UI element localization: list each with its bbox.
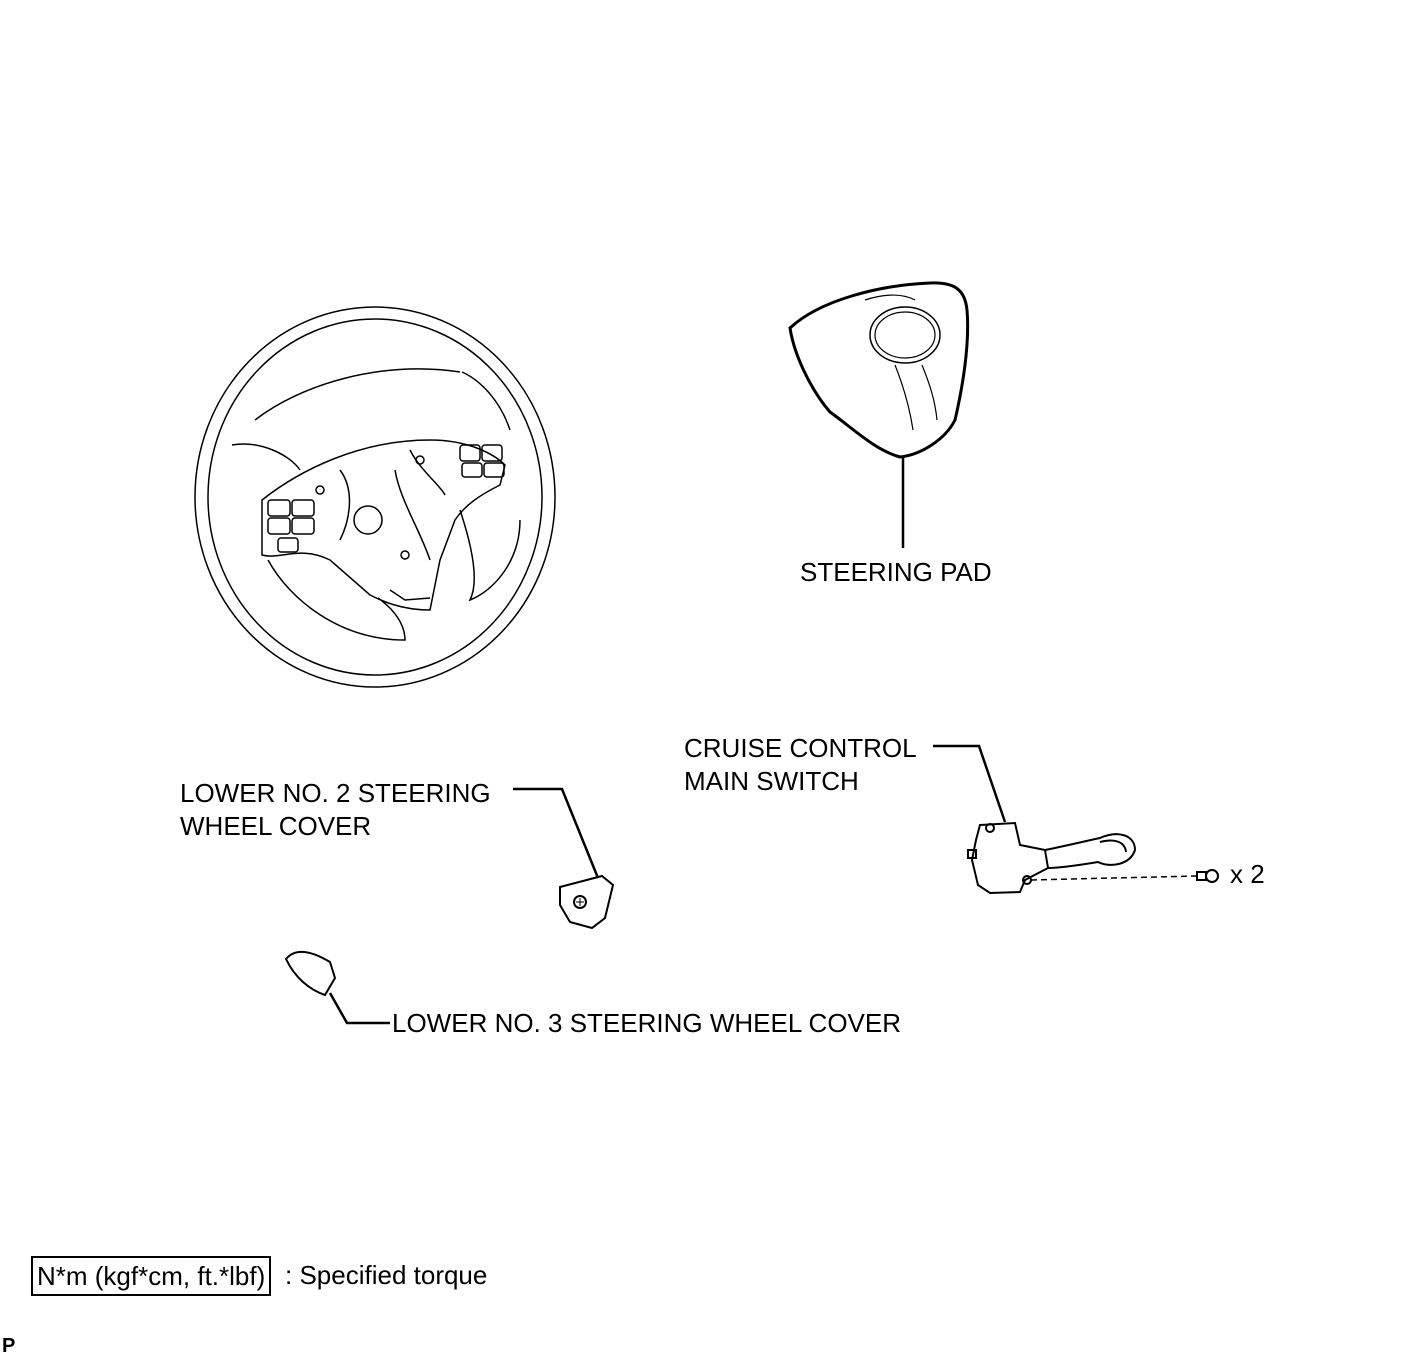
- lower-no2-steering-wheel-cover: [513, 787, 615, 930]
- label-steering-pad: STEERING PAD: [800, 557, 992, 587]
- cruise-control-main-switch: [933, 744, 1197, 895]
- label-cruise-control-line2: MAIN SWITCH: [684, 766, 859, 796]
- torque-legend-text: : Specified torque: [285, 1260, 488, 1290]
- steering-pad: [788, 281, 970, 548]
- screw-icon: [1196, 869, 1219, 883]
- label-screw-qty: x 2: [1230, 859, 1265, 889]
- label-lower-no2-line1: LOWER NO. 2 STEERING: [180, 778, 491, 808]
- label-cruise-control-line1: CRUISE CONTROL: [684, 733, 917, 763]
- lower-no3-steering-wheel-cover: [284, 950, 390, 1025]
- corner-mark: P: [2, 1335, 16, 1357]
- label-lower-no3: LOWER NO. 3 STEERING WHEEL COVER: [392, 1008, 902, 1038]
- steering-wheel: [194, 306, 556, 688]
- torque-legend-box: N*m (kgf*cm, ft.*lbf): [31, 1256, 272, 1296]
- label-lower-no2-line2: WHEEL COVER: [180, 811, 372, 841]
